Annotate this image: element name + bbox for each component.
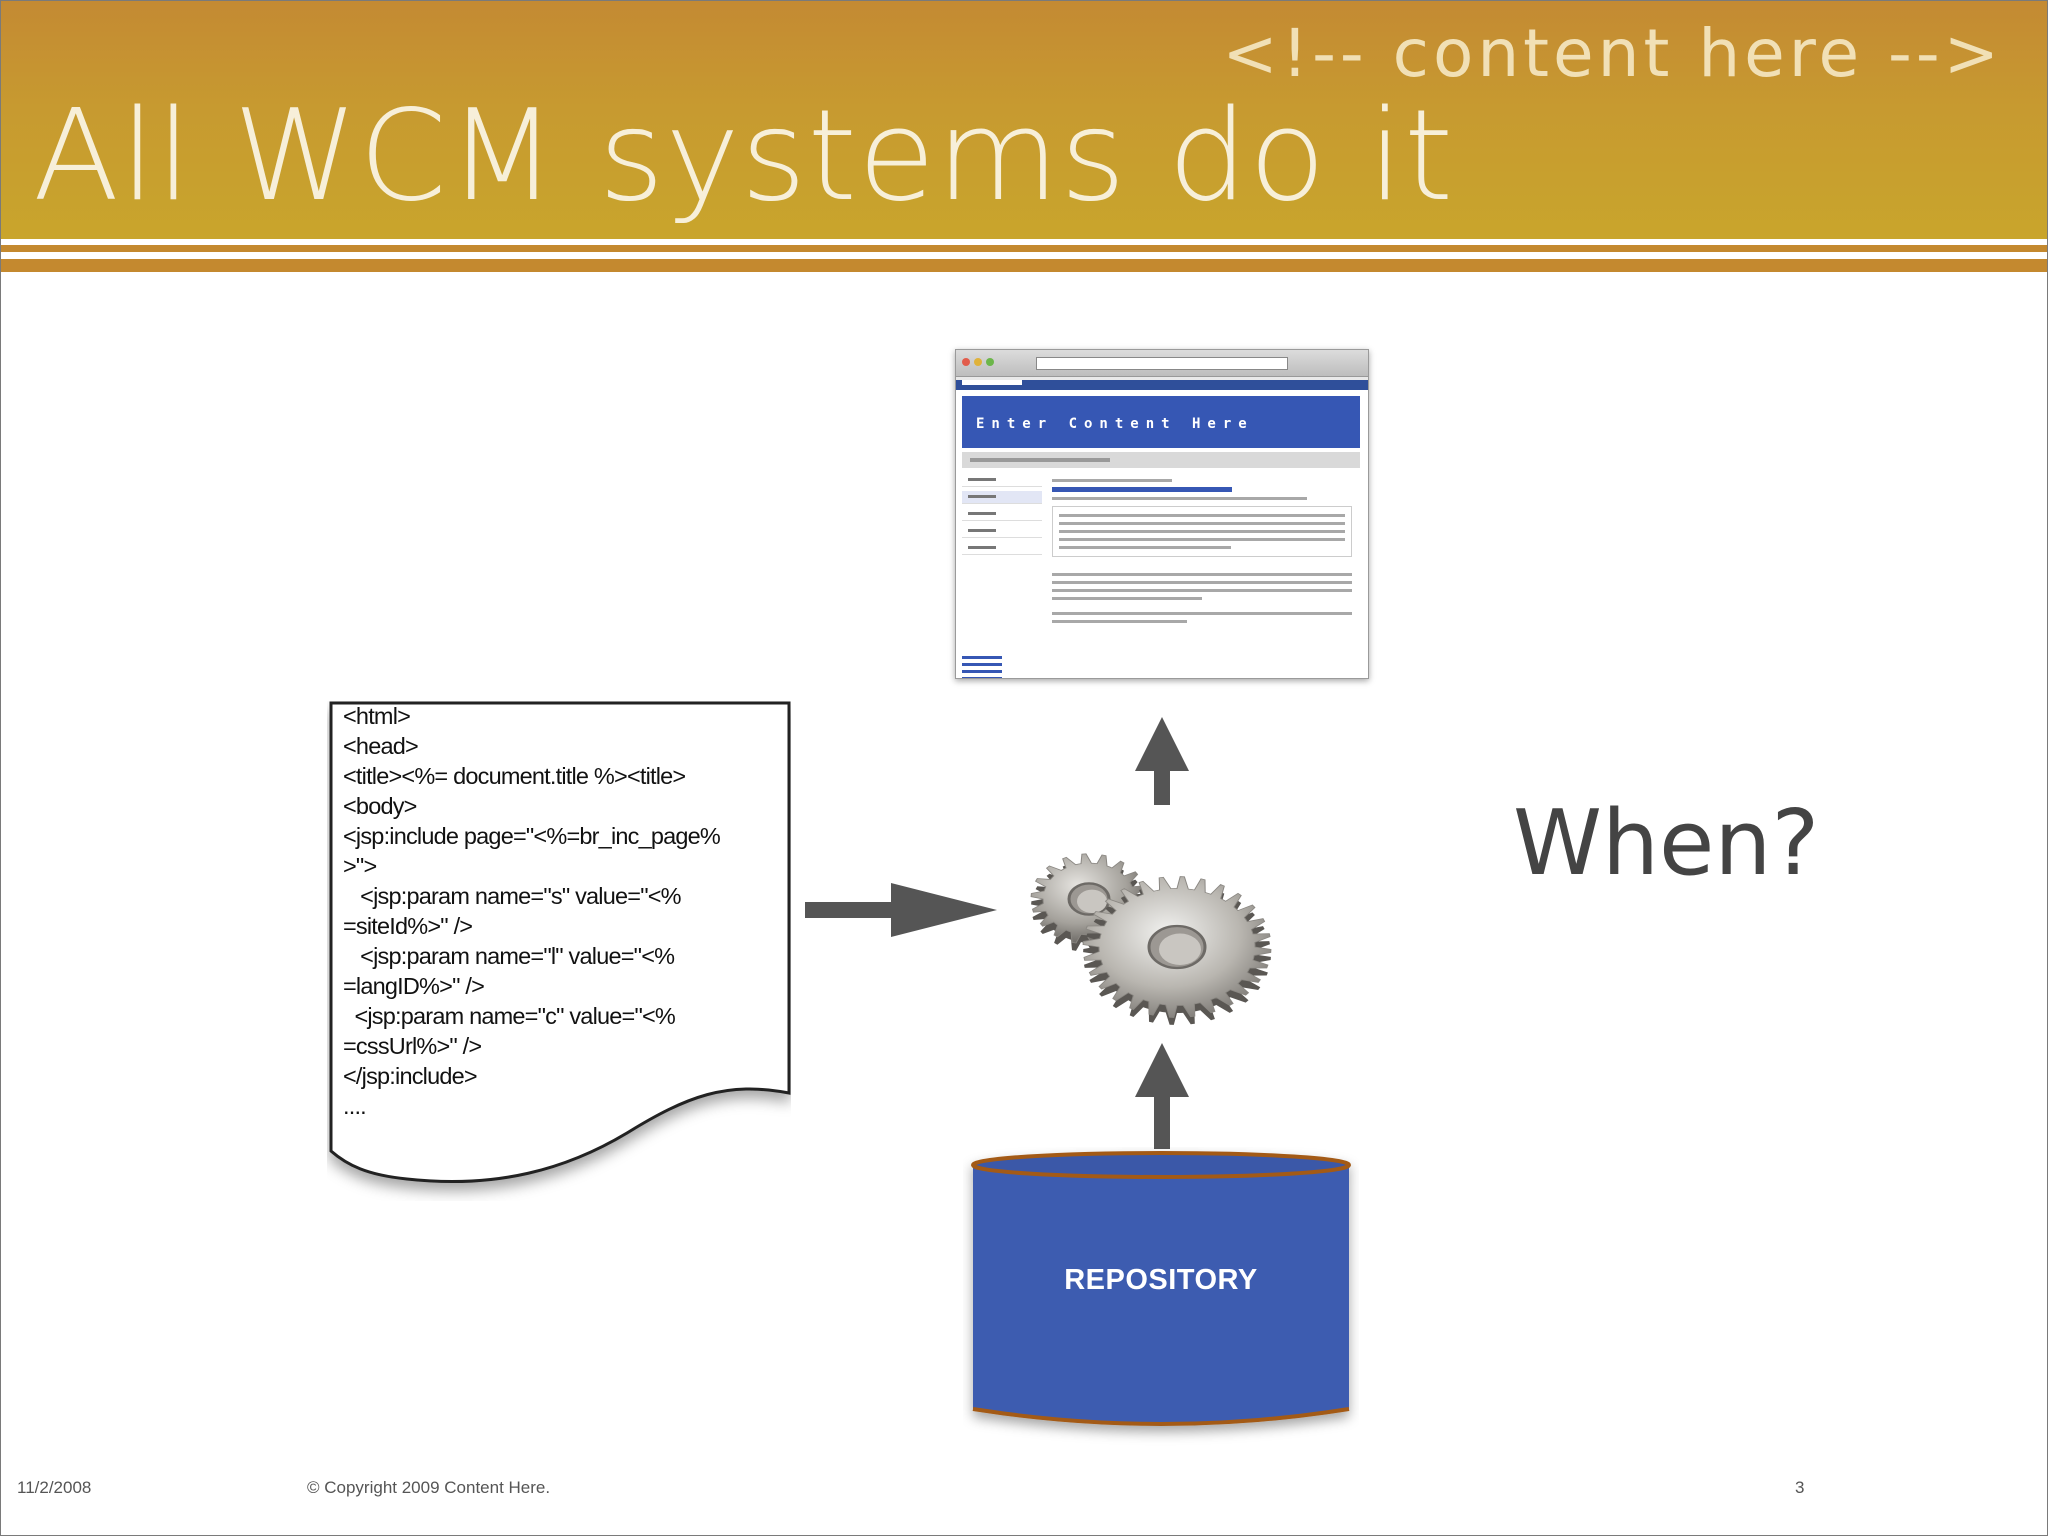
template-document: <html> <head> <title><%= document.title %>… bbox=[327, 701, 791, 1201]
document-page-shape bbox=[329, 701, 791, 1184]
large-gear-icon bbox=[1082, 876, 1272, 1025]
web-page-screenshot: Enter Content Here bbox=[955, 349, 1369, 679]
repository-database: REPOSITORY bbox=[963, 1147, 1359, 1447]
footer-date: 11/2/2008 bbox=[17, 1478, 92, 1497]
divider bbox=[1, 252, 2047, 259]
site-sidebar-links bbox=[962, 652, 1002, 678]
code-line: </jsp:include> bbox=[343, 1063, 478, 1089]
template-code: <html> <head> <title><%= document.title %>… bbox=[343, 701, 783, 1121]
database-icon bbox=[971, 1151, 1351, 1426]
site-banner-title: Enter Content Here bbox=[976, 416, 1254, 432]
bookmarks-bar bbox=[956, 380, 1368, 392]
site-nav bbox=[962, 474, 1042, 559]
code-line: =langID%>" /> bbox=[343, 973, 485, 999]
code-line: >"> bbox=[343, 853, 377, 879]
code-line: =cssUrl%>" /> bbox=[343, 1033, 482, 1059]
slide-tagline: <!-- content here --> bbox=[1222, 15, 2003, 92]
site-subtitle-bar bbox=[962, 452, 1360, 468]
address-bar bbox=[1036, 357, 1288, 370]
site-content bbox=[1052, 474, 1352, 628]
footer-copyright: © Copyright 2009 Content Here. bbox=[307, 1478, 551, 1497]
title-banner: <!-- content here --> All WCM systems do… bbox=[1, 1, 2047, 239]
browser-toolbar bbox=[956, 350, 1368, 377]
divider bbox=[1, 245, 2047, 252]
code-line: <jsp:param name="s" value="<% bbox=[343, 883, 681, 909]
code-line: <html> bbox=[343, 703, 411, 729]
web-page: Enter Content Here bbox=[956, 390, 1368, 678]
slide-title: All WCM systems do it bbox=[33, 82, 1455, 229]
arrow-up-to-page bbox=[1135, 717, 1189, 805]
divider bbox=[1, 239, 2047, 245]
code-line: <jsp:include page="<%=br_inc_page% bbox=[343, 823, 721, 849]
code-line: <jsp:param name="c" value="<% bbox=[343, 1003, 676, 1029]
code-line: <jsp:param name="l" value="<% bbox=[343, 943, 675, 969]
site-banner: Enter Content Here bbox=[962, 396, 1360, 448]
code-line: .... bbox=[343, 1093, 367, 1119]
repository-label: REPOSITORY bbox=[1064, 1264, 1258, 1296]
code-line: <head> bbox=[343, 733, 419, 759]
code-line: =siteId%>" /> bbox=[343, 913, 473, 939]
divider bbox=[1, 259, 2047, 272]
question-text: When? bbox=[1513, 791, 1820, 896]
code-line: <body> bbox=[343, 793, 417, 819]
gears-icon bbox=[1030, 853, 1272, 1025]
arrow-up-to-engine bbox=[1135, 1043, 1189, 1149]
code-line: <title><%= document.title %><title> bbox=[343, 763, 686, 789]
footer-page-number: 3 bbox=[1795, 1478, 1805, 1497]
